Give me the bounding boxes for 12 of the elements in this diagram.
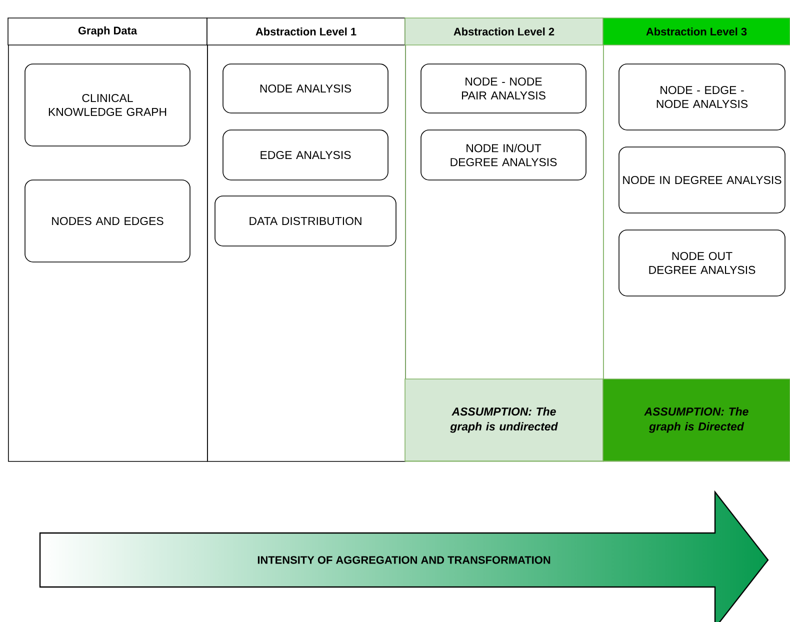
process-box: NODE ANALYSIS [222, 64, 388, 114]
process-box: DATA DISTRIBUTION [214, 196, 396, 246]
process-box: NODES AND EDGES [24, 180, 190, 262]
process-box: EDGE ANALYSIS [222, 130, 388, 180]
process-box: NODE IN/OUT DEGREE ANALYSIS [420, 130, 586, 180]
process-box: NODE - NODE PAIR ANALYSIS [420, 64, 586, 114]
process-box: NODE OUT DEGREE ANALYSIS [618, 230, 786, 296]
process-box: NODE - EDGE - NODE ANALYSIS [618, 64, 786, 130]
process-box: NODE IN DEGREE ANALYSIS [618, 146, 786, 214]
assumption-cell: ASSUMPTION: The graph is undirected [404, 378, 604, 462]
process-box: CLINICAL KNOWLEDGE GRAPH [24, 64, 190, 146]
assumption-cell: ASSUMPTION: The graph is Directed [602, 378, 790, 462]
